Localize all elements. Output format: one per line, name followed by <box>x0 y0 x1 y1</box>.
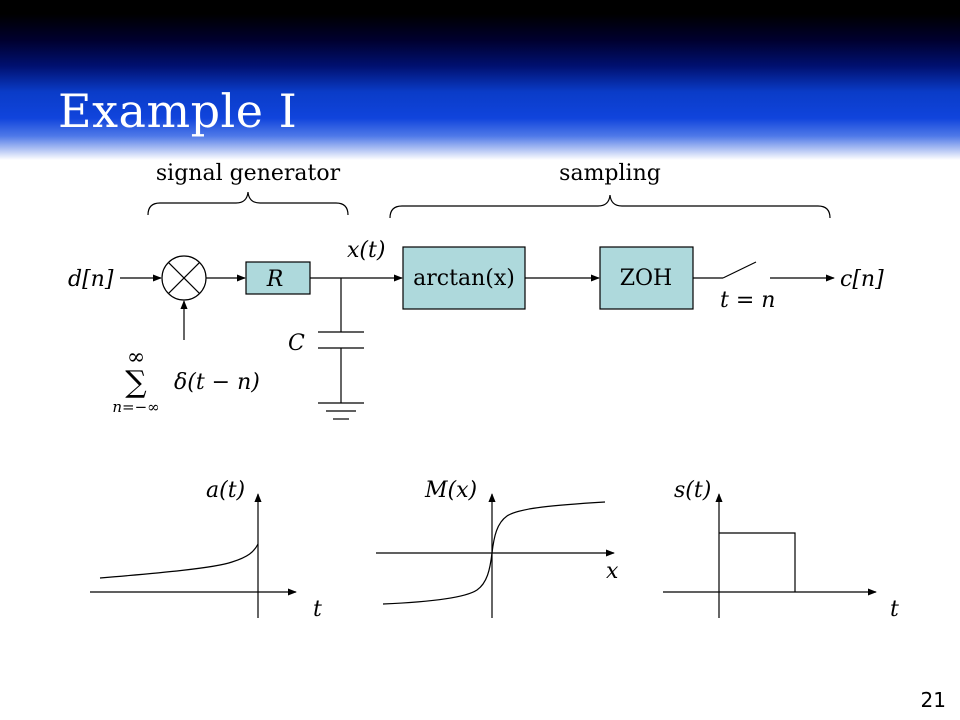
plot-a-xlabel: t <box>313 597 322 622</box>
plot-a: a(t) t <box>90 478 322 622</box>
sampler-switch <box>722 261 757 279</box>
plot-m: M(x) x <box>376 478 619 618</box>
slide-number: 21 <box>920 688 946 712</box>
sum-symbol: ∑ <box>125 365 147 400</box>
sum-upper-limit: ∞ <box>127 345 145 370</box>
title-bar: Example I <box>0 0 960 160</box>
plot-s: s(t) t <box>663 478 899 622</box>
plot-m-curve <box>382 501 606 605</box>
resistor-box <box>245 261 311 295</box>
capacitor-label: C <box>288 331 305 356</box>
zoh-label: ZOH <box>620 266 673 291</box>
switch-time-label: t = n <box>720 288 775 313</box>
arctan-block <box>402 246 526 310</box>
plot-m-xlabel: x <box>606 559 619 584</box>
plot-s-pulse <box>719 532 796 592</box>
input-label: d[n] <box>68 267 114 292</box>
zoh-block <box>599 246 694 310</box>
impulse-label: δ(t − n) <box>174 370 260 395</box>
sampling-label: sampling <box>559 161 661 186</box>
output-label: c[n] <box>840 267 884 292</box>
ground-symbol <box>318 402 364 420</box>
plot-m-ylabel: M(x) <box>424 478 477 503</box>
plot-a-ylabel: a(t) <box>206 478 245 503</box>
plot-s-ylabel: s(t) <box>674 478 711 503</box>
signal-generator-brace <box>147 191 349 216</box>
resistor-label: R <box>266 267 284 292</box>
multiplier-node <box>161 255 207 301</box>
node-label: x(t) <box>347 238 385 263</box>
sum-lower-limit: n=−∞ <box>112 398 159 416</box>
slide-title: Example I <box>58 84 298 138</box>
plot-s-xlabel: t <box>890 597 899 622</box>
arctan-label: arctan(x) <box>413 266 515 291</box>
signal-generator-label: signal generator <box>156 161 341 186</box>
plot-a-curve <box>99 543 259 579</box>
sampling-brace <box>389 194 831 219</box>
